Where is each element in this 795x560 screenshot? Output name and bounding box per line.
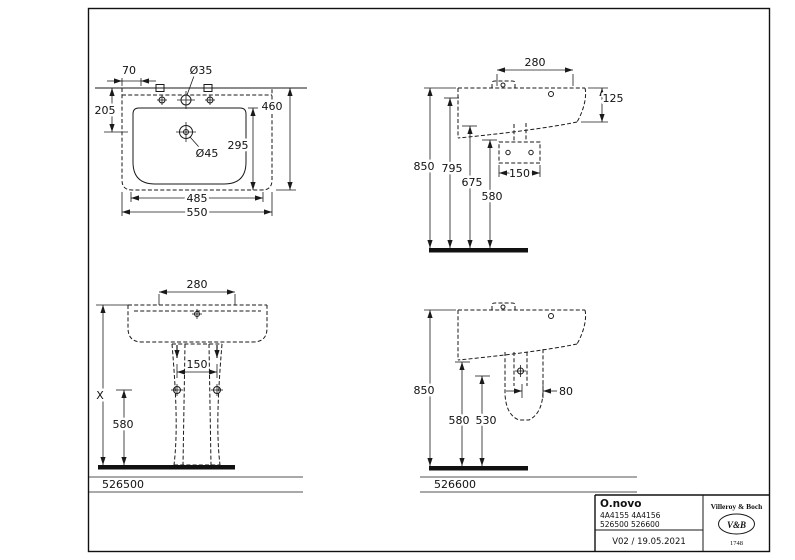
basin-underside (457, 121, 578, 139)
floor-line (98, 465, 235, 470)
semi-pedestal-article-label: 526600 (434, 478, 476, 491)
overflow-hole (548, 313, 554, 319)
dim-pedestal-width: 80 (559, 385, 573, 398)
dim-rim-height-variable: X (96, 389, 104, 402)
brand-monogram: V&B (727, 520, 746, 530)
product-name: O.novo (600, 498, 641, 510)
dim-inner-width: 485 (187, 192, 208, 205)
basin-front-edge (576, 87, 587, 123)
view-front-with-pedestal: 280 150 X 580 (88, 276, 303, 493)
dim-trap-height: 580 (482, 190, 503, 203)
dim-underside-height: 795 (442, 162, 463, 175)
tap-hole-side (500, 82, 506, 88)
brand-wordmark: Villeroy & Boch (711, 502, 763, 511)
semi-pedestal-outline (504, 348, 544, 421)
article-numbers-row1: 4A4155 4A4156 (600, 511, 661, 520)
dim-drain-diameter: Ø45 (196, 147, 219, 160)
pedestal-right-edge (217, 343, 223, 466)
bracket-slot-left (155, 84, 165, 92)
dim-rim-height: 850 (414, 160, 435, 173)
bowl-outline (132, 107, 247, 185)
floor-line (429, 248, 528, 253)
brand-year: 1748 (730, 540, 743, 547)
dim-rim-edge-height: 125 (603, 92, 624, 105)
dim-bracket-width: 280 (187, 278, 208, 291)
dim-trap-height: 580 (449, 414, 470, 427)
dim-pedestal-bottom-height: 530 (476, 414, 497, 427)
view-side-with-semi-pedestal: 850 580 530 80 526600 (411, 302, 637, 493)
tap-hole-side (500, 304, 506, 310)
basin-outline (121, 88, 273, 191)
dim-fixing-height: 675 (462, 176, 483, 189)
floor-line (429, 466, 528, 471)
dim-top-depth: 280 (525, 56, 546, 69)
basin-outline (127, 305, 268, 343)
dim-hole-offset: 70 (122, 64, 136, 77)
title-block: O.novo 4A4155 4A4156 526500 526600 V02 /… (594, 494, 769, 552)
view-plan: 70 Ø35 205 460 295 Ø45 485 550 (92, 62, 307, 222)
trap-housing (498, 141, 541, 164)
bracket-slot-right (203, 84, 213, 92)
dim-tap-hole-diameter: Ø35 (190, 64, 213, 77)
dim-wall-to-trap: 150 (509, 167, 530, 180)
basin-underside (457, 343, 578, 361)
view-side-wall-mounted: 280 125 850 795 675 580 150 (411, 54, 626, 253)
dim-drain-to-front: 295 (228, 139, 249, 152)
pedestal-article-label: 526500 (102, 478, 144, 491)
dim-depth: 460 (262, 100, 283, 113)
brand-emblem-oval (718, 513, 755, 535)
basin-front-edge (576, 309, 587, 345)
brand-logo: Villeroy & Boch V&B 1748 (711, 502, 763, 547)
dim-rim-height: 850 (414, 384, 435, 397)
dim-back-to-drain: 205 (95, 104, 116, 117)
dim-width: 550 (187, 206, 208, 219)
sheet-border (87, 7, 771, 553)
version-date: V02 / 19.05.2021 (612, 537, 686, 547)
dim-bolt-spacing: 150 (187, 358, 208, 371)
pedestal-left-edge (171, 343, 177, 466)
article-numbers-row2: 526500 526600 (600, 520, 660, 529)
overflow-hole (548, 91, 554, 97)
dim-bolt-height: 580 (113, 418, 134, 431)
